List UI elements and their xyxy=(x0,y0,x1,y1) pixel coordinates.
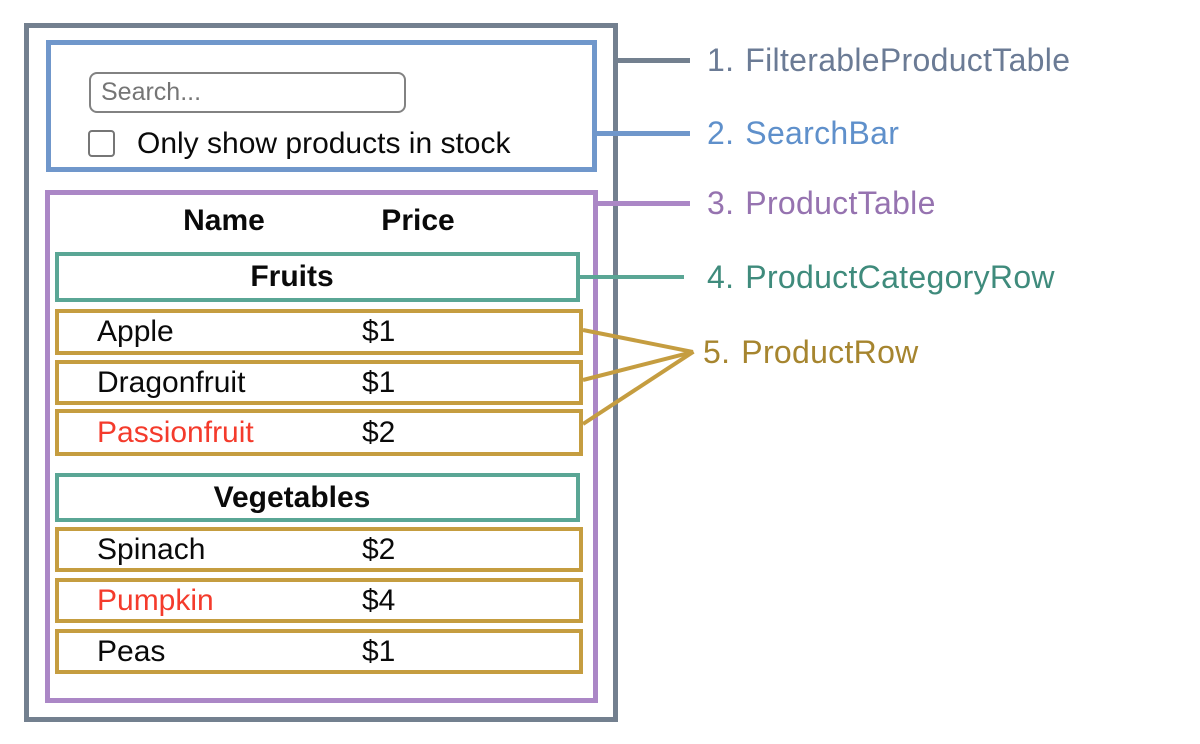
product-row-peas: Peas $1 xyxy=(55,629,583,674)
legend-label: ProductTable xyxy=(745,185,936,221)
legend-item-filterable-product-table: 1. FilterableProductTable xyxy=(707,41,1070,79)
legend-label: SearchBar xyxy=(745,115,900,151)
connector-line-product-category-row xyxy=(576,275,684,279)
legend-number: 4. xyxy=(707,259,735,295)
product-price: $1 xyxy=(362,315,396,348)
product-name: Dragonfruit xyxy=(97,366,246,399)
connector-line-search-bar xyxy=(592,131,690,136)
product-name: Passionfruit xyxy=(97,416,254,449)
legend-label: ProductCategoryRow xyxy=(745,259,1055,295)
category-title: Fruits xyxy=(250,260,334,293)
legend-item-product-table: 3. ProductTable xyxy=(707,184,936,222)
product-price: $1 xyxy=(362,635,396,668)
product-price: $1 xyxy=(362,366,396,399)
legend-number: 2. xyxy=(707,115,735,151)
legend-label: ProductRow xyxy=(741,334,919,370)
product-name: Apple xyxy=(97,315,174,348)
search-bar-box xyxy=(46,40,597,172)
legend-item-product-category-row: 4. ProductCategoryRow xyxy=(707,258,1055,296)
legend-number: 1. xyxy=(707,42,735,78)
product-price: $2 xyxy=(362,416,396,449)
legend-item-product-row: 5. ProductRow xyxy=(703,333,919,371)
legend-label: FilterableProductTable xyxy=(745,42,1071,78)
product-row-pumpkin: Pumpkin $4 xyxy=(55,578,583,623)
category-row-vegetables: Vegetables xyxy=(55,473,580,522)
product-price: $4 xyxy=(362,584,396,617)
column-header-name: Name xyxy=(183,204,265,237)
legend-item-search-bar: 2. SearchBar xyxy=(707,114,899,152)
product-table-box xyxy=(45,190,598,703)
product-row-dragonfruit: Dragonfruit $1 xyxy=(55,360,583,405)
legend-number: 5. xyxy=(703,334,731,370)
product-name: Peas xyxy=(97,635,166,668)
product-price: $2 xyxy=(362,533,396,566)
connector-line-filterable-product-table xyxy=(613,58,690,63)
legend-number: 3. xyxy=(707,185,735,221)
column-header-price: Price xyxy=(381,204,455,237)
product-row-apple: Apple $1 xyxy=(55,309,583,355)
stock-checkbox-label: Only show products in stock xyxy=(137,127,511,160)
product-row-spinach: Spinach $2 xyxy=(55,527,583,572)
connector-line-product-table xyxy=(593,201,690,206)
product-row-passionfruit: Passionfruit $2 xyxy=(55,409,583,456)
category-title: Vegetables xyxy=(213,481,371,514)
search-input[interactable] xyxy=(89,72,406,113)
product-name: Pumpkin xyxy=(97,584,214,617)
product-name: Spinach xyxy=(97,533,206,566)
category-row-fruits: Fruits xyxy=(55,252,580,302)
stock-checkbox[interactable] xyxy=(88,130,115,157)
